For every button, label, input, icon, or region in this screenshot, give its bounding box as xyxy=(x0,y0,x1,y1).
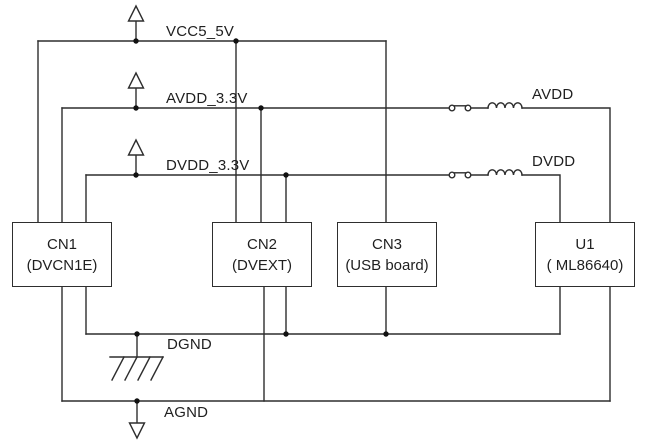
junction-dot xyxy=(133,172,139,178)
chassis-ground-icon xyxy=(109,356,164,381)
junction-dot xyxy=(233,38,239,44)
junction-dot xyxy=(383,331,389,337)
inductor-icon-dvdd xyxy=(487,169,523,176)
component-cn3: CN3 (USB board) xyxy=(337,222,437,287)
down-arrow-icon-agnd xyxy=(128,422,146,440)
net-label-dvdd33: DVDD_3.3V xyxy=(166,157,250,174)
net-label-agnd: AGND xyxy=(164,404,209,421)
net-label-avdd: AVDD xyxy=(532,86,574,103)
component-name: CN2 xyxy=(246,235,277,253)
junction-dot xyxy=(283,172,289,178)
junction-dot xyxy=(134,398,140,404)
wire-u1-bottom-pins xyxy=(559,286,611,402)
wire-cn1-top-pins xyxy=(37,40,87,223)
power-arrow-icon-avdd33 xyxy=(127,71,145,89)
component-subname: (USB board) xyxy=(345,256,429,274)
net-label-dvdd: DVDD xyxy=(532,153,576,170)
component-name: CN1 xyxy=(46,235,77,253)
junction-dot xyxy=(134,331,140,337)
junction-dot xyxy=(258,105,264,111)
junction-dot xyxy=(133,38,139,44)
net-label-dgnd: DGND xyxy=(167,336,212,353)
component-name: CN3 xyxy=(371,235,402,253)
switch-icon-avdd xyxy=(448,104,472,112)
component-name: U1 xyxy=(575,235,595,253)
component-cn2: CN2 (DVEXT) xyxy=(212,222,312,287)
component-u1: U1 ( ML86640) xyxy=(535,222,635,287)
wire-avdd-segment xyxy=(470,107,611,223)
power-arrow-icon-vcc5 xyxy=(127,4,145,22)
junction-dots xyxy=(133,38,389,404)
net-label-vcc5: VCC5_5V xyxy=(166,23,235,40)
component-subname: ( ML86640) xyxy=(546,256,624,274)
component-subname: (DVCN1E) xyxy=(26,256,98,274)
junction-dot xyxy=(283,331,289,337)
wire-cn1-bottom-pins xyxy=(61,286,87,402)
wire-cn2-top-pins xyxy=(235,40,287,223)
junction-dot xyxy=(133,105,139,111)
component-subname: (DVEXT) xyxy=(232,256,292,274)
wire-cn2-bottom-pins xyxy=(263,286,287,402)
wire-dvdd-segment xyxy=(470,174,561,223)
switch-icon-dvdd xyxy=(448,171,472,179)
inductor-icon-avdd xyxy=(487,102,523,109)
power-arrow-icon-dvdd33 xyxy=(127,138,145,156)
component-cn1: CN1 (DVCN1E) xyxy=(12,222,112,287)
net-label-avdd33: AVDD_3.3V xyxy=(166,90,248,107)
